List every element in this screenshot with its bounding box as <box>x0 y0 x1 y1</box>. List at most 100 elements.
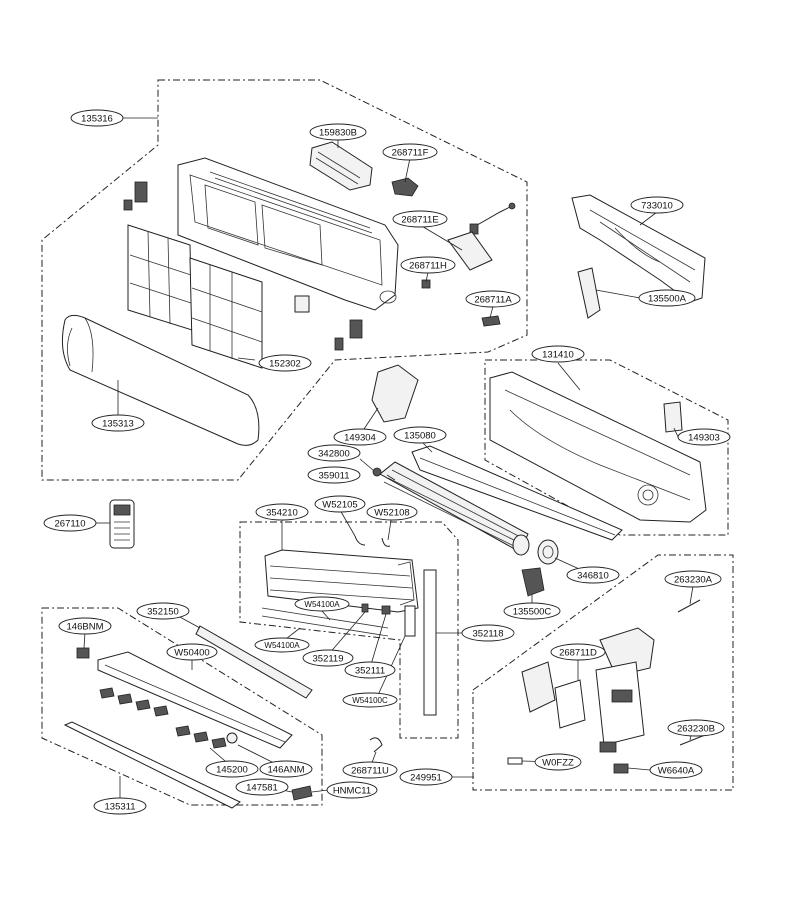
label-146bnm: 146BNM <box>58 617 112 635</box>
pipe-352118 <box>423 569 437 716</box>
pipe-insulation <box>404 605 416 637</box>
label-268711f-text: 268711F <box>392 148 429 159</box>
label-354210-text: 354210 <box>266 508 298 519</box>
label-352150-text: 352150 <box>147 607 179 618</box>
drain-hose <box>195 625 313 699</box>
front-panel <box>61 314 260 446</box>
label-152302: 152302 <box>258 354 312 372</box>
label-147581: 147581 <box>235 778 289 796</box>
label-131410: 131410 <box>531 345 585 363</box>
drain-group-boundary <box>41 607 323 806</box>
sensor-wire <box>469 202 516 235</box>
clip-268711u <box>369 737 383 753</box>
label-342800: 342800 <box>307 444 361 462</box>
front-grille-group-boundary <box>41 79 528 481</box>
label-268711h: 268711H <box>400 256 456 274</box>
label-733010-text: 733010 <box>641 201 673 212</box>
vane-147581 <box>291 785 313 801</box>
horizontal-vane <box>63 721 241 809</box>
label-263230b: 263230B <box>667 719 725 737</box>
label-w6640a: W6640A <box>649 761 703 779</box>
label-w54100a: W54100A <box>294 596 350 612</box>
label-135313: 135313 <box>91 414 145 432</box>
label-268711a-text: 268711A <box>474 295 512 306</box>
label-352111: 352111 <box>344 661 396 679</box>
label-352118: 352118 <box>461 624 515 642</box>
sensor-263230a <box>677 599 701 613</box>
main-chassis-group-boundary <box>484 359 729 536</box>
holder-135500c <box>521 567 545 597</box>
label-249951-text: 249951 <box>410 773 442 784</box>
label-263230b-text: 263230B <box>677 724 715 735</box>
cross-flow-fan <box>379 461 530 556</box>
label-135500c-text: 135500C <box>513 607 552 618</box>
label-w6640a-text: W6640A <box>658 766 695 777</box>
control-box <box>521 627 655 774</box>
label-249951: 249951 <box>399 768 453 786</box>
control-box-group-boundary <box>472 554 734 791</box>
bushing <box>372 467 382 477</box>
label-149303: 149303 <box>677 428 731 446</box>
label-w54100a-2: W54100A <box>254 637 310 653</box>
fuse <box>507 757 523 765</box>
label-w0fzz: W0FZZ <box>534 753 582 771</box>
evaporator-group-boundary <box>239 521 459 739</box>
label-159830b-text: 159830B <box>319 128 357 139</box>
label-346810-text: 346810 <box>577 571 609 582</box>
label-354210: 354210 <box>255 503 309 521</box>
label-147581-text: 147581 <box>246 783 278 794</box>
label-135500a-text: 135500A <box>648 294 687 305</box>
label-135316-text: 135316 <box>81 114 113 125</box>
label-w50400: W50400 <box>166 643 218 661</box>
label-146anm: 146ANM <box>259 760 313 778</box>
bracket-135500a <box>577 267 601 319</box>
pipes <box>261 603 391 637</box>
label-263230a-text: 263230A <box>674 575 713 586</box>
bearing <box>537 539 559 565</box>
label-hnmc11-text: HNMC11 <box>333 786 371 797</box>
clip-w52105 <box>354 535 366 546</box>
swing-motor-146bnm <box>76 647 90 659</box>
label-159830b: 159830B <box>309 123 367 141</box>
chassis <box>489 371 707 523</box>
label-268711d: 268711D <box>550 643 606 661</box>
label-268711u: 268711U <box>342 761 398 779</box>
clip-w52108 <box>381 537 391 547</box>
display-pcb <box>447 231 493 271</box>
label-135080-text: 135080 <box>404 431 436 442</box>
label-w50400-text: W50400 <box>174 648 209 659</box>
label-268711e-text: 268711E <box>401 215 438 226</box>
label-135313-text: 135313 <box>102 419 134 430</box>
label-w0fzz-text: W0FZZ <box>542 758 574 769</box>
label-149304-text: 149304 <box>344 433 376 444</box>
label-268711f: 268711F <box>382 143 438 161</box>
label-346810: 346810 <box>566 566 620 584</box>
front-cabinet-panel <box>177 157 399 311</box>
label-268711d-text: 268711D <box>559 648 597 659</box>
label-263230a: 263230A <box>664 570 722 588</box>
label-352150: 352150 <box>136 602 190 620</box>
left-latches <box>123 181 363 351</box>
part-268711a <box>481 315 501 327</box>
label-131410-text: 131410 <box>542 350 574 361</box>
label-149304: 149304 <box>333 428 387 446</box>
label-135316: 135316 <box>70 109 124 127</box>
label-hnmc11: HNMC11 <box>326 781 378 799</box>
label-268711e: 268711E <box>392 210 448 228</box>
label-268711a: 268711A <box>465 290 521 308</box>
motor-cover <box>371 364 419 423</box>
label-w54100c: W54100C <box>342 692 398 708</box>
label-w54100a-2-text: W54100A <box>264 641 300 650</box>
label-135500a: 135500A <box>638 289 696 307</box>
label-145200: 145200 <box>205 760 259 778</box>
label-267110: 267110 <box>43 514 97 532</box>
label-135311-text: 135311 <box>105 802 136 813</box>
label-w54100c-text: W54100C <box>352 696 388 705</box>
air-filters <box>127 224 263 369</box>
group-boundaries <box>41 79 734 806</box>
label-146bnm-text: 146BNM <box>67 622 104 633</box>
label-w54100a-text: W54100A <box>304 600 340 609</box>
label-135311: 135311 <box>93 797 147 815</box>
label-733010: 733010 <box>630 196 684 214</box>
